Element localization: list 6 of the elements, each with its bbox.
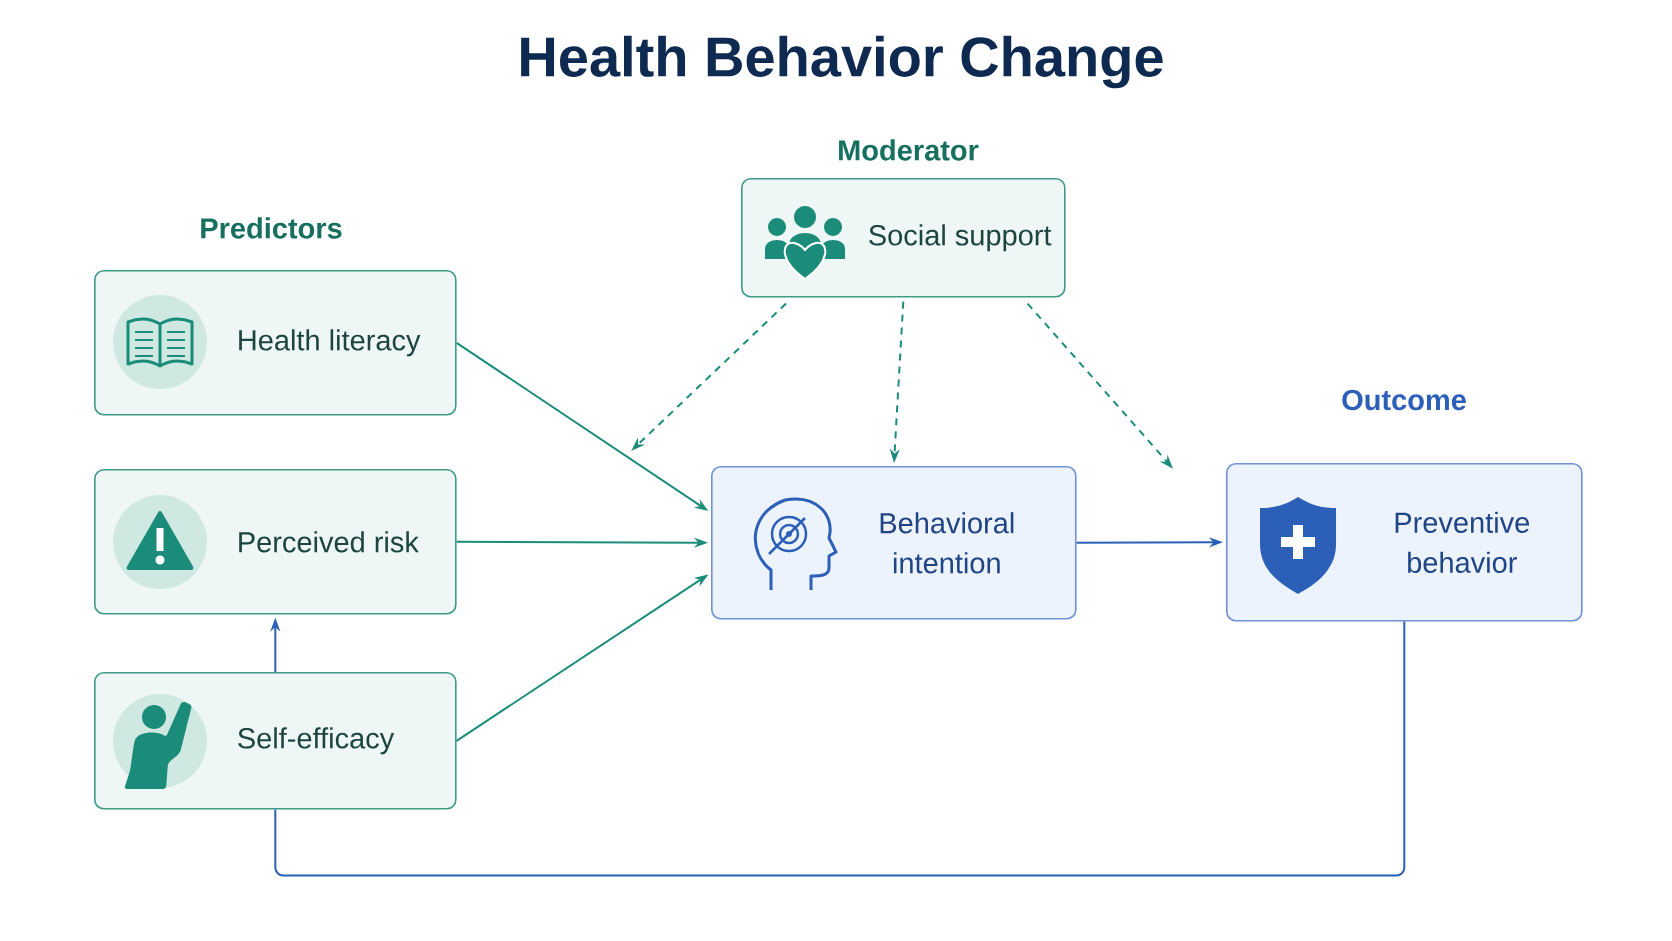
process-box: Social support (741, 178, 1066, 298)
process-box: Preventive behavior (1226, 463, 1583, 622)
process-box: Behavioral intention (711, 466, 1077, 620)
title: Health Behavior Change (521, 35, 1163, 89)
group-heading: Outcome (1342, 389, 1466, 411)
group-heading: Predictors (201, 217, 342, 239)
